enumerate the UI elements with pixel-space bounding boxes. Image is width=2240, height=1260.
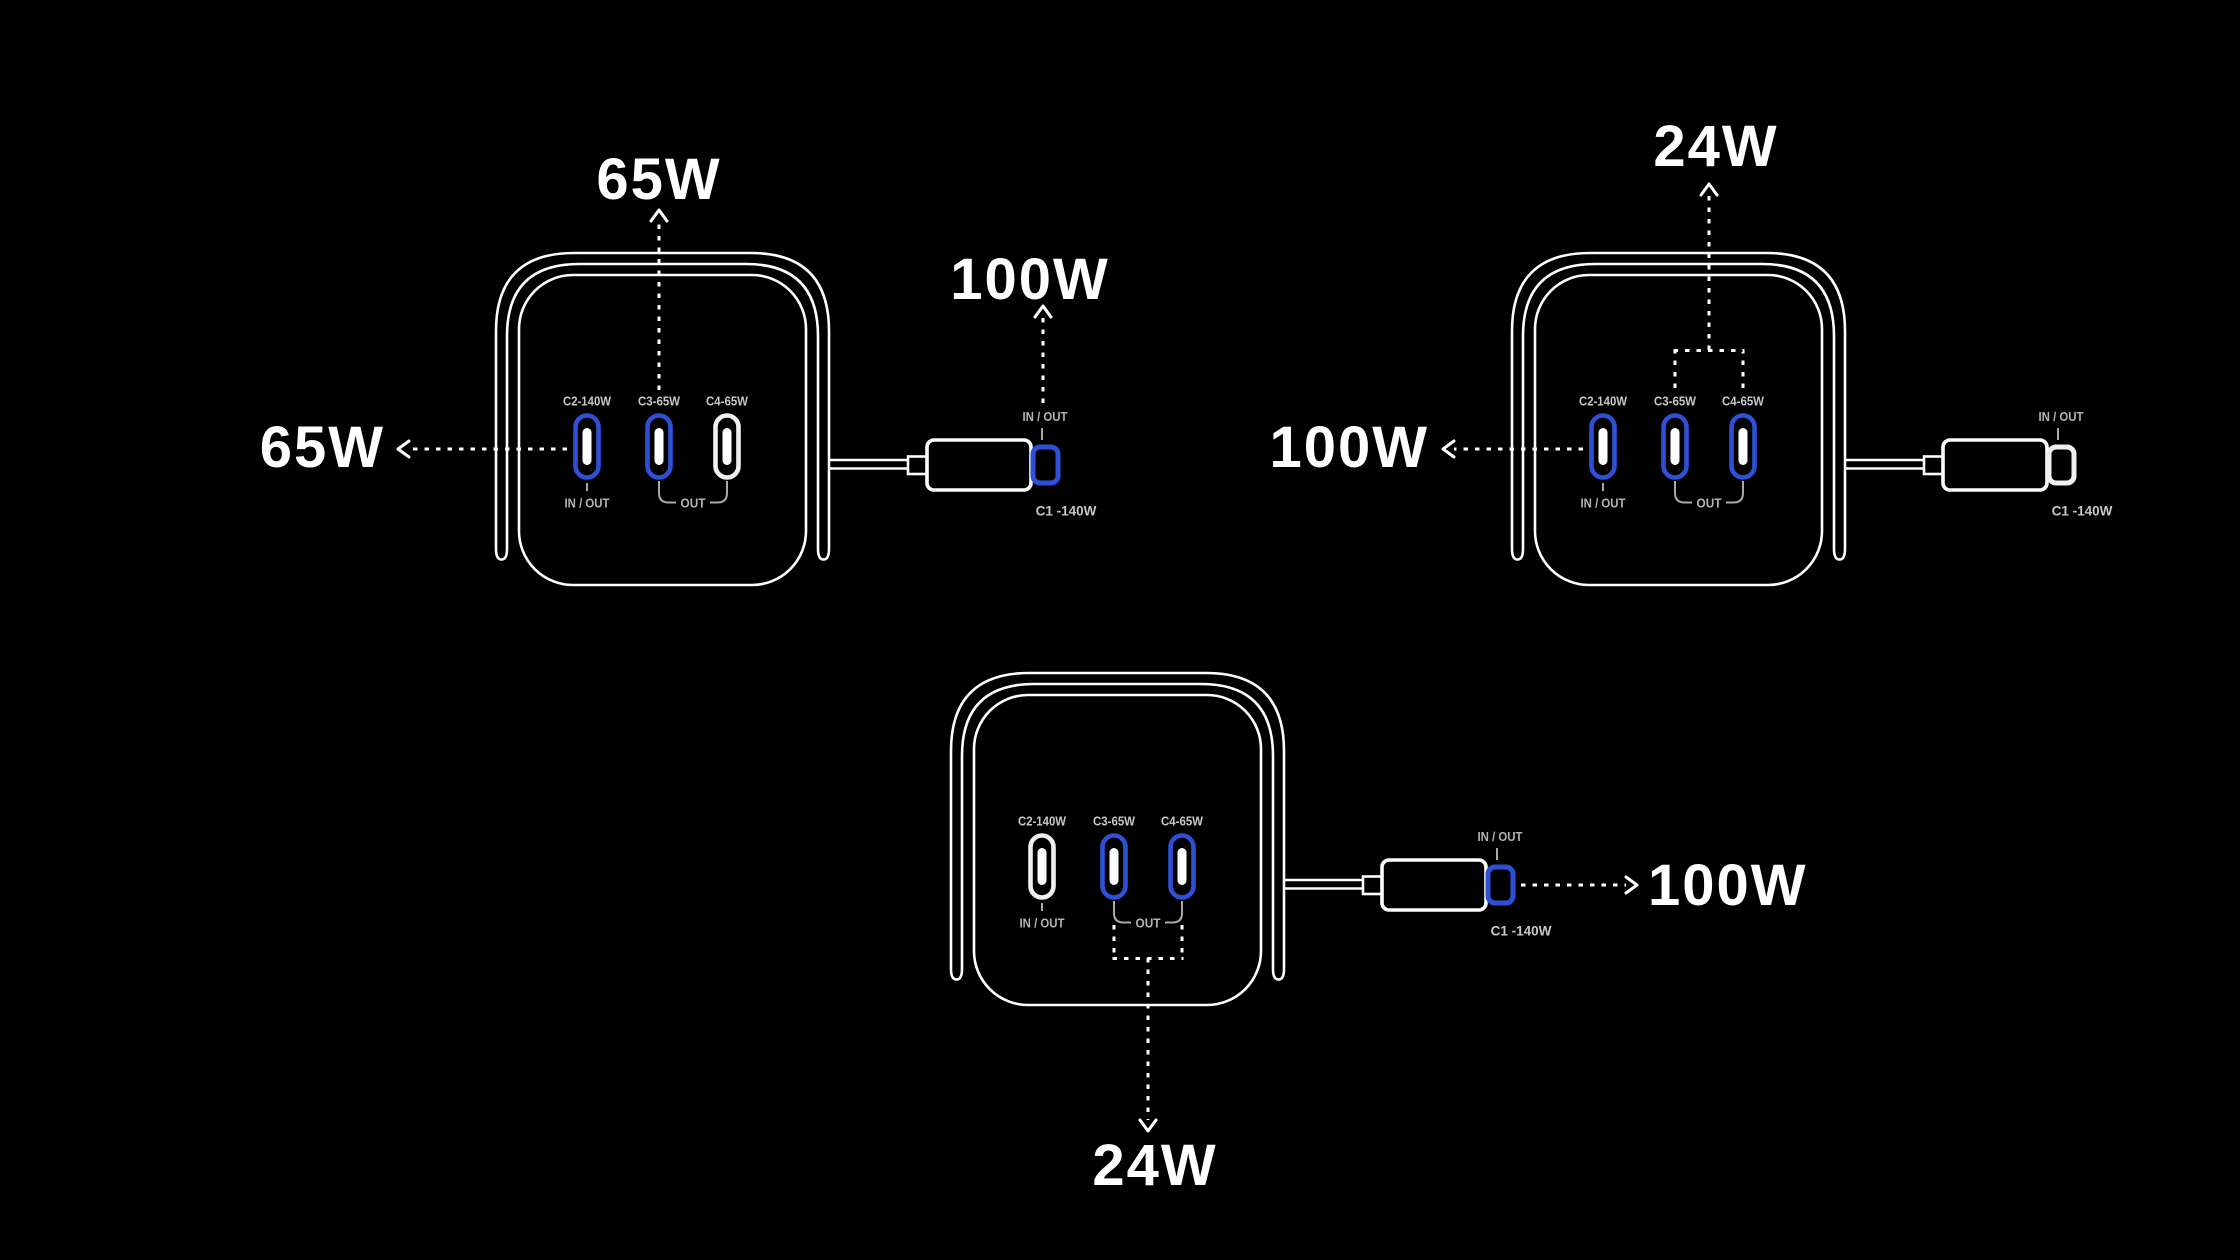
charger-body-outline <box>949 671 1286 1007</box>
port-label-c4: C4-65W <box>706 394 749 409</box>
arrow-top-head <box>1699 182 1719 197</box>
usb-c-port-c3 <box>1103 836 1126 898</box>
cable-io-label: IN / OUT <box>1478 829 1523 844</box>
wattage-label-cable: 100W <box>950 247 1110 312</box>
charger-diagram-2: C2-140W C3-65W C4-65W IN / OUT OUT IN / … <box>1269 114 2113 587</box>
wattage-label-bottom: 24W <box>1092 1133 1217 1198</box>
usb-c-port-c4 <box>1732 416 1755 478</box>
out-bracket-left <box>1674 481 1692 504</box>
out-bracket-left <box>1113 901 1131 924</box>
cable-port-name: C1 -140W <box>1036 504 1097 519</box>
wattage-label-top: 24W <box>1653 114 1778 179</box>
usb-c-port-c4 <box>1171 836 1194 898</box>
out-label: OUT <box>681 496 706 511</box>
out-label: OUT <box>1136 916 1161 931</box>
out-bracket-left <box>658 481 676 504</box>
charger-diagram-3: C2-140W C3-65W C4-65W IN / OUT OUT IN / … <box>949 671 1808 1198</box>
usb-c-port-c3 <box>1664 416 1687 478</box>
wattage-label-left: 100W <box>1269 415 1429 480</box>
arrow-top-head <box>649 208 669 223</box>
out-bracket-right <box>1165 901 1183 924</box>
port-label-c2: C2-140W <box>1579 394 1628 409</box>
usb-c-port-c2 <box>576 416 599 478</box>
wattage-label-left: 65W <box>260 415 385 480</box>
cable-io-label: IN / OUT <box>2039 409 2084 424</box>
usb-c-cable <box>1284 860 1513 910</box>
charger-body-outline <box>494 251 831 587</box>
usb-c-port-c2 <box>1031 836 1054 898</box>
arrow-cable-right-head <box>1624 875 1639 895</box>
charger-body-outline <box>1510 251 1847 587</box>
cable-io-label: IN / OUT <box>1023 409 1068 424</box>
usb-c-port-c4 <box>716 416 739 478</box>
usb-c-cable <box>829 440 1058 490</box>
arrow-bottom-head <box>1138 1118 1158 1133</box>
out-bracket-right <box>710 481 728 504</box>
out-label: OUT <box>1697 496 1722 511</box>
cable-port-name: C1 -140W <box>2052 504 2113 519</box>
c2-io-label: IN / OUT <box>1581 496 1626 511</box>
usb-c-port-c2 <box>1592 416 1615 478</box>
port-label-c3: C3-65W <box>638 394 681 409</box>
arrow-left-head <box>396 439 411 459</box>
wattage-label-top: 65W <box>596 147 721 212</box>
cable-port-name: C1 -140W <box>1491 924 1552 939</box>
wattage-label-cable: 100W <box>1648 853 1808 918</box>
arrow-cable-head <box>1033 304 1053 319</box>
port-label-c4: C4-65W <box>1161 814 1204 829</box>
c2-io-label: IN / OUT <box>1020 916 1065 931</box>
arrow-left-head <box>1441 439 1456 459</box>
out-bracket-right <box>1726 481 1744 504</box>
port-label-c2: C2-140W <box>563 394 612 409</box>
charger-diagram-1: C2-140W C3-65W C4-65W IN / OUT OUT IN / … <box>260 147 1110 587</box>
c2-io-label: IN / OUT <box>565 496 610 511</box>
port-label-c3: C3-65W <box>1093 814 1136 829</box>
port-label-c2: C2-140W <box>1018 814 1067 829</box>
port-label-c3: C3-65W <box>1654 394 1697 409</box>
port-label-c4: C4-65W <box>1722 394 1765 409</box>
usb-c-cable <box>1845 440 2074 490</box>
usb-c-port-c3 <box>648 416 671 478</box>
